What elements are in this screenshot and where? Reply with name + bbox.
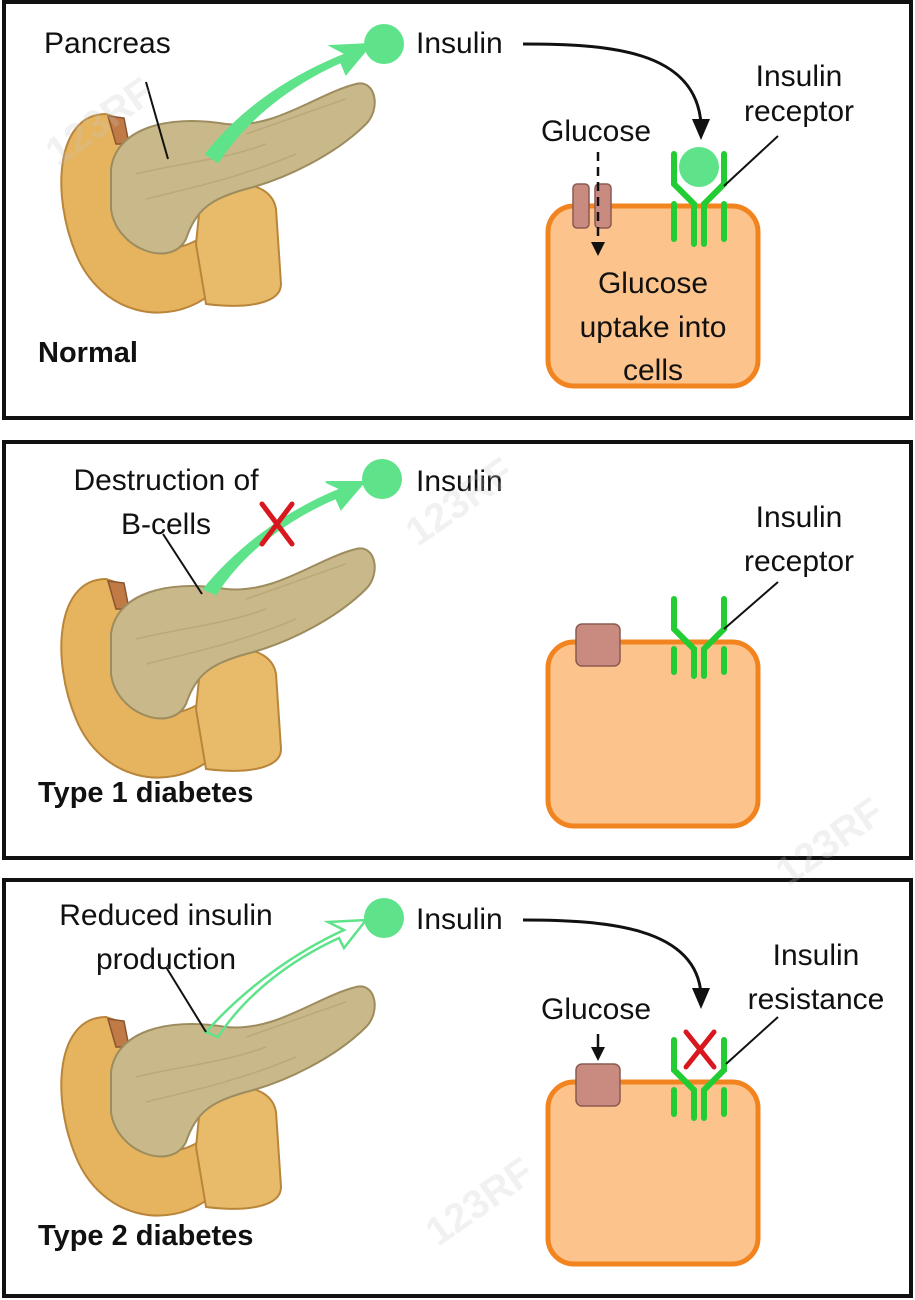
panel-type2: Reduced insulin production Insulin Gluco… (2, 878, 913, 1298)
pancreas-label-line1: Reduced insulin (59, 899, 273, 932)
uptake-line2: uptake into (579, 310, 727, 344)
normal-diagram (60, 24, 779, 389)
type2-diagram (60, 898, 779, 1267)
uptake-line1: Glucose (597, 267, 709, 300)
panel-title: Normal (38, 337, 138, 369)
insulin-label: Insulin (416, 465, 503, 498)
glucose-label: Glucose (541, 993, 652, 1026)
resistance-cross-icon (683, 1029, 717, 1070)
insulin-receptor-icon (671, 1037, 727, 1121)
pancreas-label-line1: Destruction of (73, 464, 259, 497)
pancreas-label: Pancreas (44, 27, 171, 60)
receptor-label-line1: Insulin (755, 60, 843, 93)
uptake-line3: cells (622, 354, 683, 387)
pancreas-label-line2: production (95, 942, 237, 976)
pancreas-label: Destruction of B-cells (46, 459, 286, 546)
receptor-label-line2: resistance (747, 982, 885, 1016)
pancreas-label-line2: B-cells (120, 507, 211, 541)
panel-title: Type 2 diabetes (38, 1220, 254, 1252)
cell (545, 639, 761, 829)
receptor-label-line2: receptor (743, 95, 855, 129)
insulin-label: Insulin (416, 903, 503, 936)
receptor-label-line1: Insulin (755, 501, 843, 534)
receptor-label: Insulin receptor (724, 496, 874, 583)
panel-type1: Destruction of B-cells Insulin Insulin r… (2, 440, 913, 860)
insulin-molecule-icon (362, 459, 402, 499)
cell (545, 1079, 761, 1267)
blocked-cross-icon (259, 501, 295, 547)
glucose-transporter (575, 1063, 621, 1107)
insulin-molecule-icon (364, 24, 404, 64)
glucose-transporter (575, 623, 621, 667)
receptor-label-line2: receptor (743, 544, 855, 578)
glucose-transporter (572, 183, 590, 229)
receptor-label: Insulin receptor (724, 59, 874, 130)
insulin-receptor-icon (671, 151, 727, 247)
panel-normal: Pancreas Insulin Glucose Insulin recepto… (2, 0, 913, 420)
insulin-receptor-icon (671, 596, 727, 679)
pancreas-label: Reduced insulin production (36, 894, 296, 981)
panel-title: Type 1 diabetes (38, 777, 254, 809)
receptor-label: Insulin resistance (731, 934, 901, 1021)
glucose-uptake-label: Glucose uptake into cells (553, 262, 753, 393)
glucose-label: Glucose (541, 115, 652, 148)
type1-diagram (60, 459, 779, 829)
receptor-label-line1: Insulin (772, 939, 860, 972)
insulin-label: Insulin (416, 27, 503, 60)
insulin-molecule-icon (364, 898, 404, 938)
